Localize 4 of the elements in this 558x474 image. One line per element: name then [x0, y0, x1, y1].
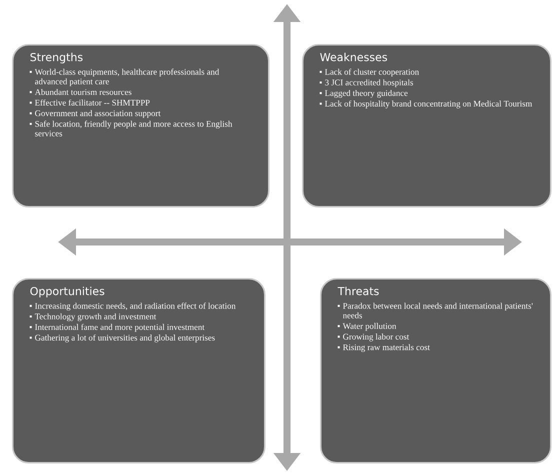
text-box: Threats Paradox between local needs and international patients' needs Water pollution Growing labor cost Rising raw materials cost — [320, 278, 552, 464]
text-box: Strengths World-class equipments, healthcare professionals and advanced patient care Abundant tourism resources Effective facilitator -- SHMTPPP Government and association support Safe location, friendly people and more access to English services — [12, 44, 270, 208]
text-box: Weaknesses Lack of cluster cooperation 3 JCI accredited hospitals Lagged theory guidance Lack of hospitality brand concentrating on Medical Tourism — [302, 44, 552, 208]
text-box: Opportunities Increasing domestic needs, and radiation effect of location Technology growth and investment International fame and more potential investment Gathering a lot of universities and global enterprises — [12, 278, 266, 464]
